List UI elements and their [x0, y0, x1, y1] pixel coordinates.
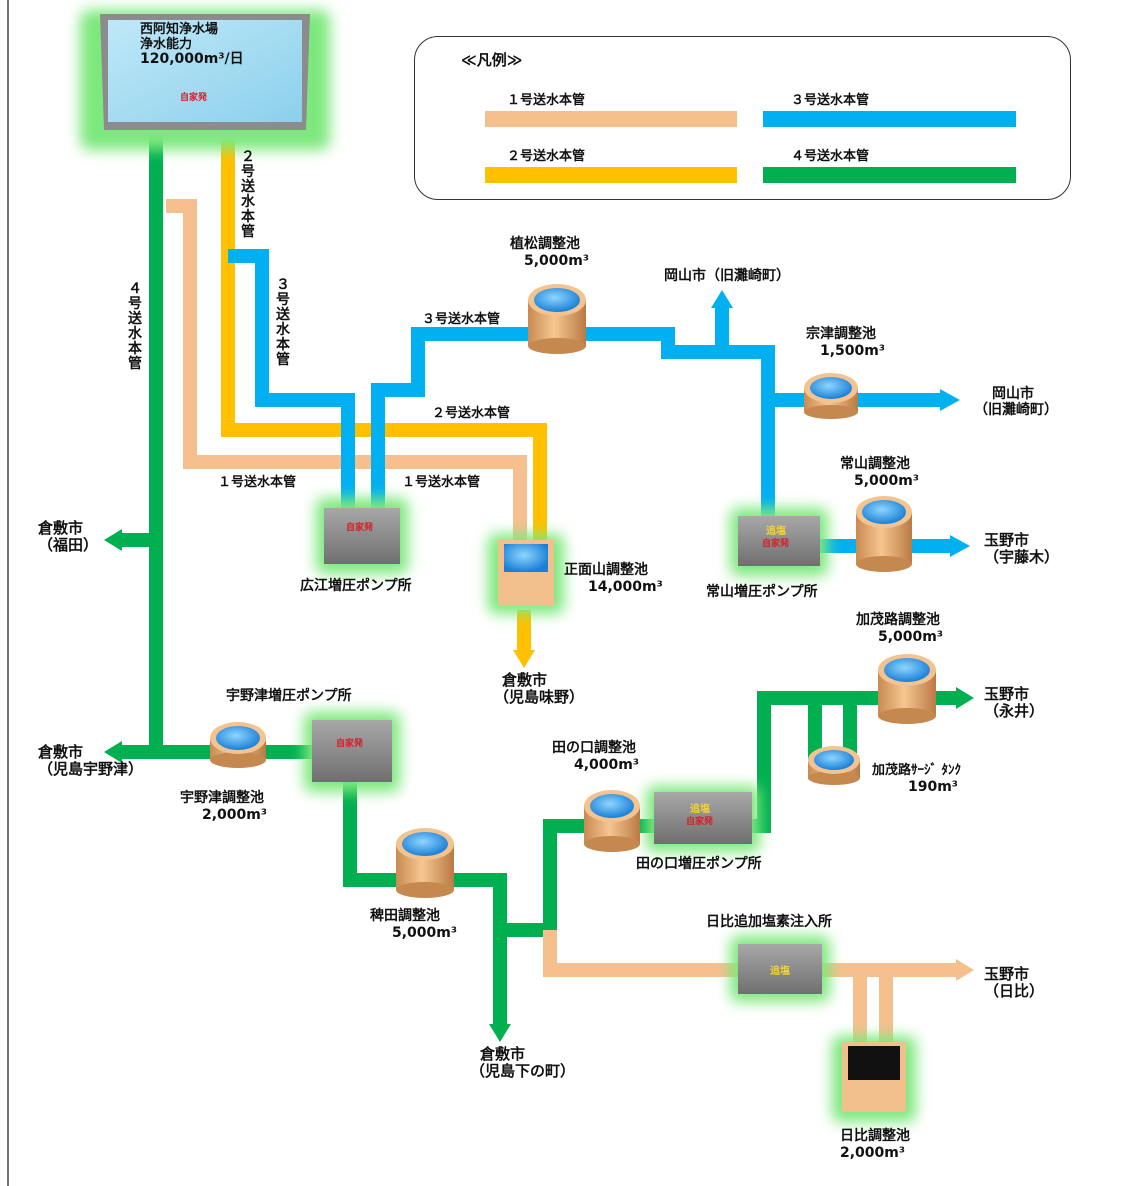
munetsu-pond-shape [804, 373, 858, 419]
legend-bar-pipe1 [485, 111, 737, 127]
arrow-tamano-utoki [950, 535, 970, 557]
tanokuchi-pond-shape [584, 790, 640, 852]
unotsu-pump-building [304, 712, 400, 792]
hibi-pond-shape [832, 1036, 916, 1122]
legend-label-pipe3: ３号送水本管 [791, 93, 870, 108]
pipe2-vertical-label: ２号送水本管 [241, 149, 255, 240]
tsuneyama-pump-building [730, 508, 828, 576]
arrow-okayama-top [711, 290, 733, 308]
tsuneyama-pond-label: 常山調整池 5,000m³ [840, 456, 920, 489]
hibi-chlorine-building [730, 936, 830, 1002]
plant-capacity-value: 120,000m³/日 [140, 51, 244, 67]
hibi-pond-label: 日比調整池 2,000m³ [840, 1128, 910, 1161]
hieda-pond-label: 稗田調整池 5,000m³ [370, 908, 458, 941]
dest-okayama-right: 岡山市 （旧灘崎町） [974, 386, 1058, 418]
legend-label-pipe4: ４号送水本管 [791, 149, 870, 164]
tanokuchi-pump-label: 田の口増圧ポンプ所 [636, 856, 762, 872]
tanokuchi-generator-tag: 自家発 [686, 817, 714, 827]
pipe3-horizontal-label: ３号送水本管 [422, 312, 501, 327]
tanokuchi-pump-building [646, 786, 760, 852]
arrow-ajino [513, 650, 535, 668]
pipe1-horizontal-label-left: １号送水本管 [218, 475, 297, 490]
hibi-chlorine-label: 日比追加塩素注入所 [706, 914, 832, 930]
arrow-fukuda [104, 529, 122, 551]
kamoji-pond-shape [878, 654, 936, 724]
uematsu-pond-shape [528, 284, 586, 354]
dest-okayama-top: 岡山市（旧灘崎町） [664, 268, 790, 284]
dest-tamano-nagai: 玉野市 （永井） [984, 685, 1045, 720]
tsuneyama-generator-tag: 自家発 [762, 539, 790, 549]
munetsu-pond-label: 宗津調整池 1,500m³ [806, 326, 886, 359]
pipe3-vertical-label: ３号送水本管 [276, 277, 290, 368]
arrow-shimonocho [489, 1024, 511, 1042]
hiroe-pump-building [316, 498, 408, 574]
shomenyama-pond-label: 正面山調整池 14,000m³ [564, 562, 663, 595]
legend-title: ≪凡例≫ [461, 51, 523, 69]
plant-name: 西阿知浄水場 [140, 22, 219, 37]
hieda-pond-shape [396, 828, 454, 898]
hibi-chlorine-tag: 追塩 [770, 966, 790, 977]
legend-label-pipe2: ２号送水本管 [507, 149, 586, 164]
unotsu-pond-label: 宇野津調整池 2,000m³ [180, 790, 268, 823]
legend-bar-pipe4 [763, 167, 1016, 183]
legend-bar-pipe2 [485, 167, 737, 183]
dest-kurashiki-ajino: 倉敷市 （児島味野） [494, 671, 585, 706]
kamoji-surge-label: 加茂路ｻｰｼﾞ ﾀﾝｸ 190m³ [872, 763, 962, 795]
kamoji-pond-label: 加茂路調整池 5,000m³ [856, 612, 944, 645]
tanokuchi-chlorine-tag: 追塩 [690, 804, 710, 815]
plant-capacity-label: 浄水能力 [140, 37, 193, 52]
plant-water-surface [108, 20, 302, 122]
dest-tamano-hibi: 玉野市 （日比） [984, 965, 1045, 1000]
tsuneyama-pump-label: 常山増圧ポンプ所 [706, 584, 818, 600]
pipe1-horizontal-label-right: １号送水本管 [402, 475, 481, 490]
dest-kurashiki-fukuda: 倉敷市 （福田） [38, 519, 99, 554]
legend-box: ≪凡例≫ １号送水本管 ３号送水本管 ２号送水本管 ４号送水本管 [414, 36, 1071, 200]
kamoji-surge-tank-shape [808, 746, 860, 785]
dest-kurashiki-unotsu: 倉敷市 （児島宇野津） [38, 743, 144, 778]
hiroe-generator-tag: 自家発 [346, 523, 374, 533]
pipe4-vertical-label: ４号送水本管 [128, 281, 142, 372]
arrow-okayama-right [940, 389, 960, 411]
uematsu-pond-label: 植松調整池 5,000m³ [510, 236, 590, 269]
plant-label: 西阿知浄水場 浄水能力 120,000m³/日 [140, 22, 244, 67]
legend-bar-pipe3 [763, 111, 1016, 127]
shomenyama-pond-shape [488, 534, 564, 614]
tanokuchi-pond-label: 田の口調整池 4,000m³ [552, 740, 640, 773]
legend-label-pipe1: １号送水本管 [507, 93, 586, 108]
arrow-hibi [956, 959, 974, 981]
dest-kurashiki-shimonocho: 倉敷市 （児島下の町） [470, 1045, 576, 1080]
plant-generator-tag: 自家発 [180, 93, 208, 103]
purification-plant [80, 10, 330, 150]
tsuneyama-chlorine-tag: 追塩 [766, 526, 786, 537]
pipe2-horizontal-label: ２号送水本管 [432, 406, 511, 421]
dest-tamano-utoki: 玉野市 （宇藤木） [984, 531, 1060, 566]
pipe1-main [166, 199, 527, 560]
unotsu-pump-label: 宇野津増圧ポンプ所 [226, 688, 352, 704]
hiroe-pump-label: 広江増圧ポンプ所 [300, 578, 412, 594]
tsuneyama-pond-shape [856, 496, 912, 572]
pipe3-from-plant [228, 249, 355, 512]
arrow-nagai [956, 687, 974, 709]
unotsu-generator-tag: 自家発 [336, 739, 364, 749]
unotsu-pond-shape [210, 722, 266, 768]
arrow-kurashiki-unotsu [104, 741, 122, 763]
